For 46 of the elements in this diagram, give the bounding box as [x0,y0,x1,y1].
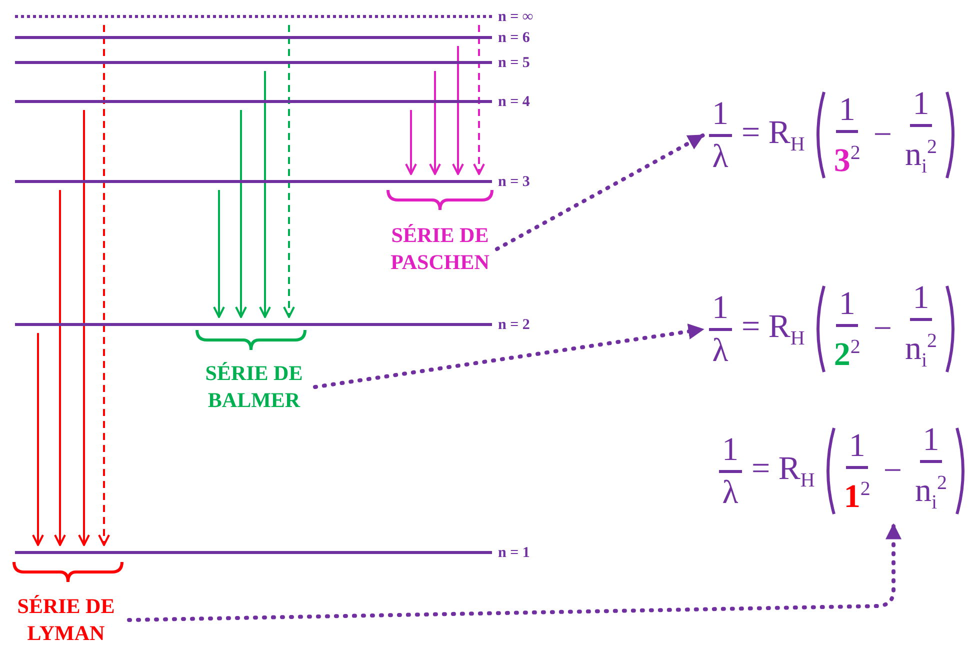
level-label: n = 1 [498,544,530,562]
level-label: n = 4 [498,93,530,111]
transition-arrow [452,46,464,175]
transition-arrow [213,190,225,318]
fraction-denominator: 1$^{2}$ [842,476,872,517]
transition-arrow [235,110,247,318]
math-text: − [873,310,892,348]
fraction-numerator: 1 [910,84,932,127]
fraction-numerator: 1 [709,94,732,137]
fraction-numerator: 1 [709,288,732,331]
fraction-numerator: 1 [920,420,942,463]
level-label: n = ∞ [498,8,534,26]
transition-arrow [429,71,441,175]
level-label: n = 2 [498,316,530,334]
transition-arrow [78,110,90,546]
fraction-numerator: 1 [836,90,858,133]
math-text: = R$_{H}$ [742,308,805,350]
fraction-denominator: λ [721,474,740,513]
series-label: SÉRIE DE PASCHEN [385,222,495,276]
dotted-arrow [313,324,705,389]
math-text: − [873,116,892,154]
dotted-arrow [127,522,902,622]
math-text: − [883,452,902,490]
series-label: SÉRIE DE LYMAN [5,593,127,647]
transition-arrow [259,71,271,318]
math-text: = R$_{H}$ [752,450,815,492]
transition-arrow [405,110,417,175]
transition-arrow [283,25,295,318]
level-label: n = 3 [498,173,530,191]
fraction-denominator: λ [711,332,730,371]
transition-arrow [32,333,44,546]
level-label: n = 5 [498,54,530,72]
fraction-denominator: 3$^{2}$ [832,140,862,181]
fraction-numerator: 1 [836,284,858,327]
fraction-denominator: λ [711,138,730,177]
math-text: = R$_{H}$ [742,114,805,156]
fraction-denominator: 2$^{2}$ [832,334,862,375]
transition-arrow [98,25,110,546]
series-label: SÉRIE DE BALMER [195,360,313,414]
transition-arrow [54,190,66,546]
fraction-numerator: 1 [910,278,932,321]
dotted-arrow [495,133,705,251]
level-label: n = 6 [498,29,530,47]
fraction-numerator: 1 [719,430,742,473]
fraction-numerator: 1 [846,426,868,469]
transition-arrow [473,25,485,175]
